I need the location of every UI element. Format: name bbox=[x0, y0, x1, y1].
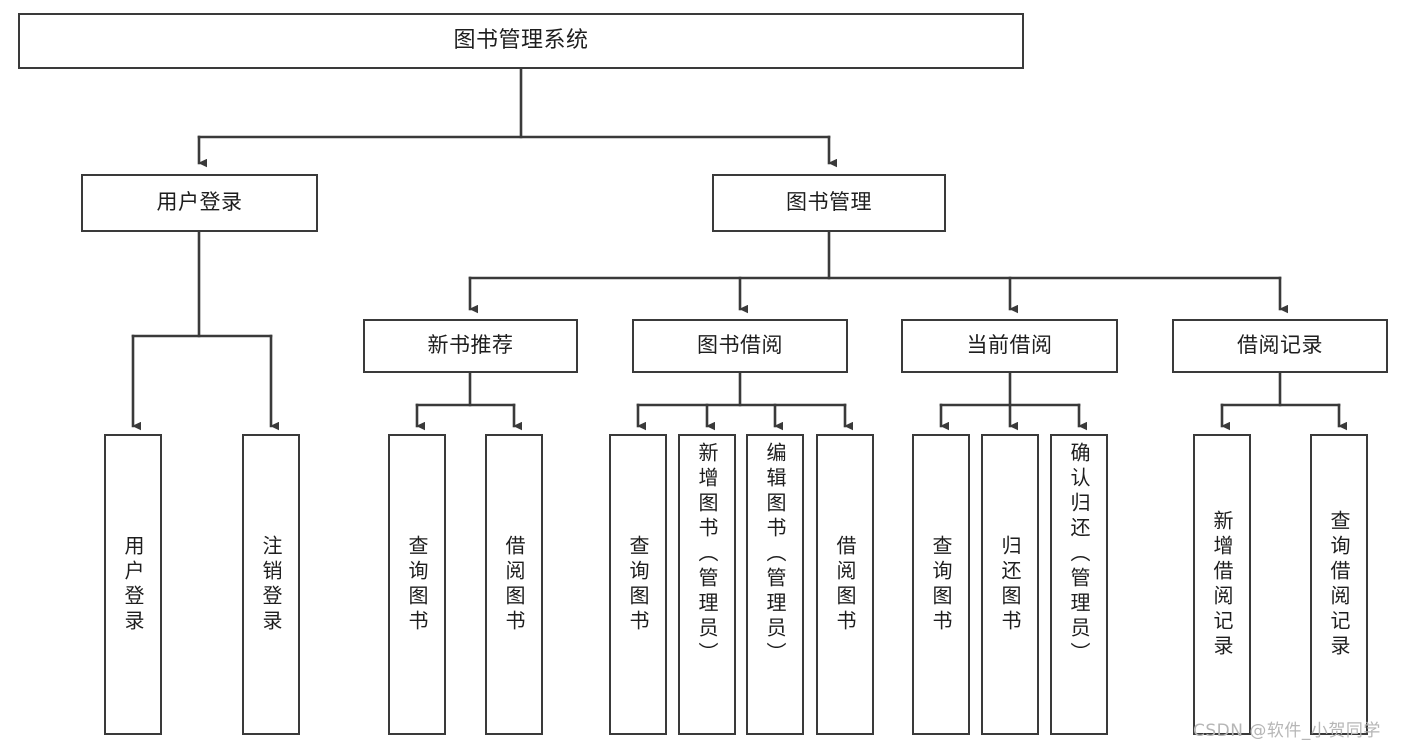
node-leaf-query-record[interactable]: 查询借阅记录 bbox=[1310, 434, 1368, 735]
node-current-borrow[interactable]: 当前借阅 bbox=[901, 319, 1118, 373]
node-leaf-add-book[interactable]: 新增图书（管理员） bbox=[678, 434, 736, 735]
node-book-manage[interactable]: 图书管理 bbox=[712, 174, 946, 232]
node-leaf-user-logout[interactable]: 注销登录 bbox=[242, 434, 300, 735]
node-leaf-query-record-label: 查询借阅记录 bbox=[1327, 509, 1351, 660]
node-leaf-edit-book[interactable]: 编辑图书（管理员） bbox=[746, 434, 804, 735]
node-new-book-recommend-label: 新书推荐 bbox=[427, 333, 514, 358]
node-leaf-query-book-2-label: 查询图书 bbox=[626, 534, 650, 635]
node-leaf-borrow-book-2-label: 借阅图书 bbox=[833, 534, 857, 635]
node-current-borrow-label: 当前借阅 bbox=[966, 333, 1053, 358]
node-leaf-user-logout-label: 注销登录 bbox=[259, 534, 283, 635]
node-leaf-query-book-1[interactable]: 查询图书 bbox=[388, 434, 446, 735]
node-borrow-record-label: 借阅记录 bbox=[1237, 333, 1323, 358]
node-leaf-query-book-2[interactable]: 查询图书 bbox=[609, 434, 667, 735]
node-leaf-query-book-3-label: 查询图书 bbox=[929, 534, 953, 635]
node-leaf-edit-book-label: 编辑图书（管理员） bbox=[763, 442, 787, 667]
node-leaf-add-book-label: 新增图书（管理员） bbox=[695, 442, 719, 667]
node-leaf-user-login-label: 用户登录 bbox=[121, 534, 145, 635]
node-leaf-confirm-return[interactable]: 确认归还（管理员） bbox=[1050, 434, 1108, 735]
node-leaf-add-record-label: 新增借阅记录 bbox=[1210, 509, 1234, 660]
node-leaf-return-book[interactable]: 归还图书 bbox=[981, 434, 1039, 735]
node-book-borrow[interactable]: 图书借阅 bbox=[632, 319, 848, 373]
node-leaf-borrow-book-2[interactable]: 借阅图书 bbox=[816, 434, 874, 735]
node-leaf-return-book-label: 归还图书 bbox=[998, 534, 1022, 635]
csdn-watermark: CSDN @软件_小贺同学 bbox=[1193, 721, 1381, 741]
node-leaf-add-record[interactable]: 新增借阅记录 bbox=[1193, 434, 1251, 735]
node-book-manage-label: 图书管理 bbox=[786, 190, 872, 215]
node-leaf-borrow-book-1-label: 借阅图书 bbox=[502, 534, 526, 635]
node-book-borrow-label: 图书借阅 bbox=[697, 333, 783, 358]
node-leaf-user-login[interactable]: 用户登录 bbox=[104, 434, 162, 735]
node-root-label: 图书管理系统 bbox=[453, 27, 589, 53]
node-root[interactable]: 图书管理系统 bbox=[18, 13, 1024, 69]
node-borrow-record[interactable]: 借阅记录 bbox=[1172, 319, 1388, 373]
node-new-book-recommend[interactable]: 新书推荐 bbox=[363, 319, 578, 373]
node-leaf-query-book-3[interactable]: 查询图书 bbox=[912, 434, 970, 735]
node-leaf-query-book-1-label: 查询图书 bbox=[405, 534, 429, 635]
node-user-login-label: 用户登录 bbox=[156, 190, 243, 215]
node-user-login[interactable]: 用户登录 bbox=[81, 174, 318, 232]
node-leaf-confirm-return-label: 确认归还（管理员） bbox=[1067, 442, 1091, 667]
node-leaf-borrow-book-1[interactable]: 借阅图书 bbox=[485, 434, 543, 735]
